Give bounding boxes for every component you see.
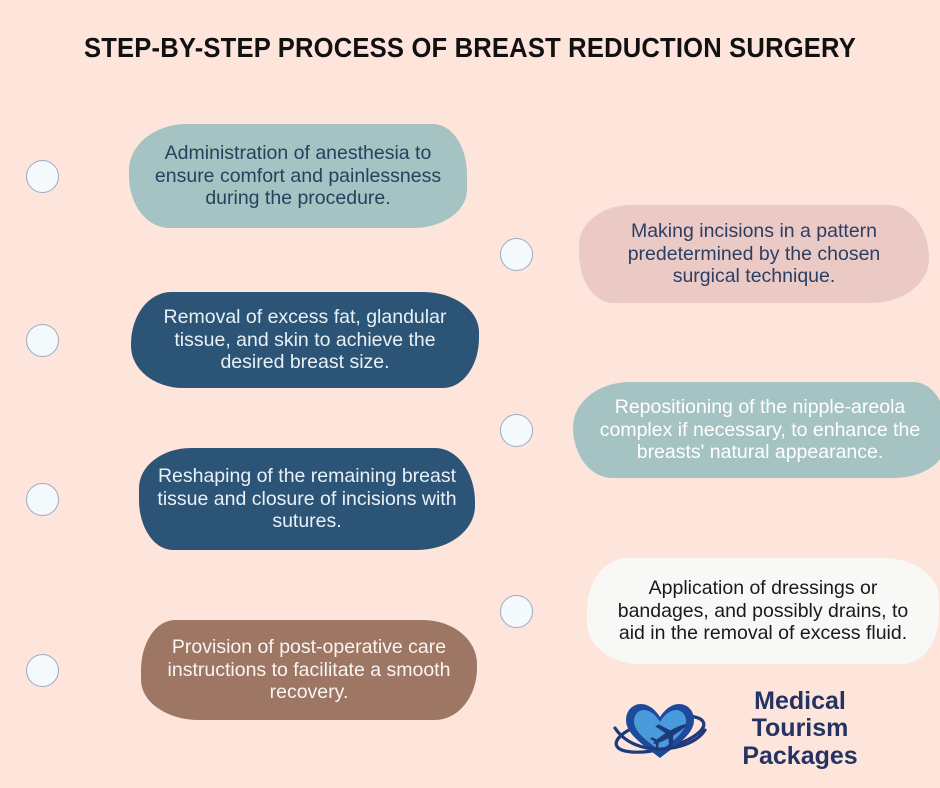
- step-item-2: Making incisions in a pattern predetermi…: [500, 205, 929, 303]
- step-item-4: Repositioning of the nipple-areola compl…: [500, 382, 940, 478]
- step-item-6: Application of dressings or bandages, an…: [500, 558, 939, 664]
- brand-name-line2: Packages: [742, 741, 858, 770]
- step-card-6: Application of dressings or bandages, an…: [587, 558, 939, 664]
- page-title: STEP-BY-STEP PROCESS OF BREAST REDUCTION…: [83, 32, 857, 63]
- step-bullet-circle-6: [500, 594, 533, 628]
- step-card-3: Removal of excess fat, glandular tissue,…: [131, 292, 479, 388]
- step-bullet-circle-3: [26, 323, 59, 357]
- step-item-3: Removal of excess fat, glandular tissue,…: [26, 292, 479, 388]
- step-item-5: Reshaping of the remaining breast tissue…: [26, 448, 475, 550]
- step-card-7: Provision of post-operative care instruc…: [141, 620, 477, 720]
- brand-logo: Medical Tourism Packages: [612, 687, 888, 769]
- step-card-5: Reshaping of the remaining breast tissue…: [139, 448, 475, 550]
- heart-airplane-orbit-icon: [613, 704, 707, 758]
- step-item-7: Provision of post-operative care instruc…: [26, 620, 477, 720]
- step-item-1: Administration of anesthesia to ensure c…: [26, 124, 467, 228]
- step-bullet-circle-4: [500, 413, 533, 447]
- step-bullet-circle-5: [26, 482, 59, 516]
- step-bullet-circle-1: [26, 159, 59, 193]
- step-bullet-circle-2: [500, 237, 533, 271]
- step-card-1: Administration of anesthesia to ensure c…: [129, 124, 467, 228]
- step-bullet-circle-7: [26, 653, 59, 687]
- step-card-4: Repositioning of the nipple-areola compl…: [573, 382, 940, 478]
- brand-name-line1: Medical Tourism: [751, 686, 849, 743]
- brand-name: Medical Tourism Packages: [712, 686, 888, 771]
- step-card-2: Making incisions in a pattern predetermi…: [579, 205, 929, 303]
